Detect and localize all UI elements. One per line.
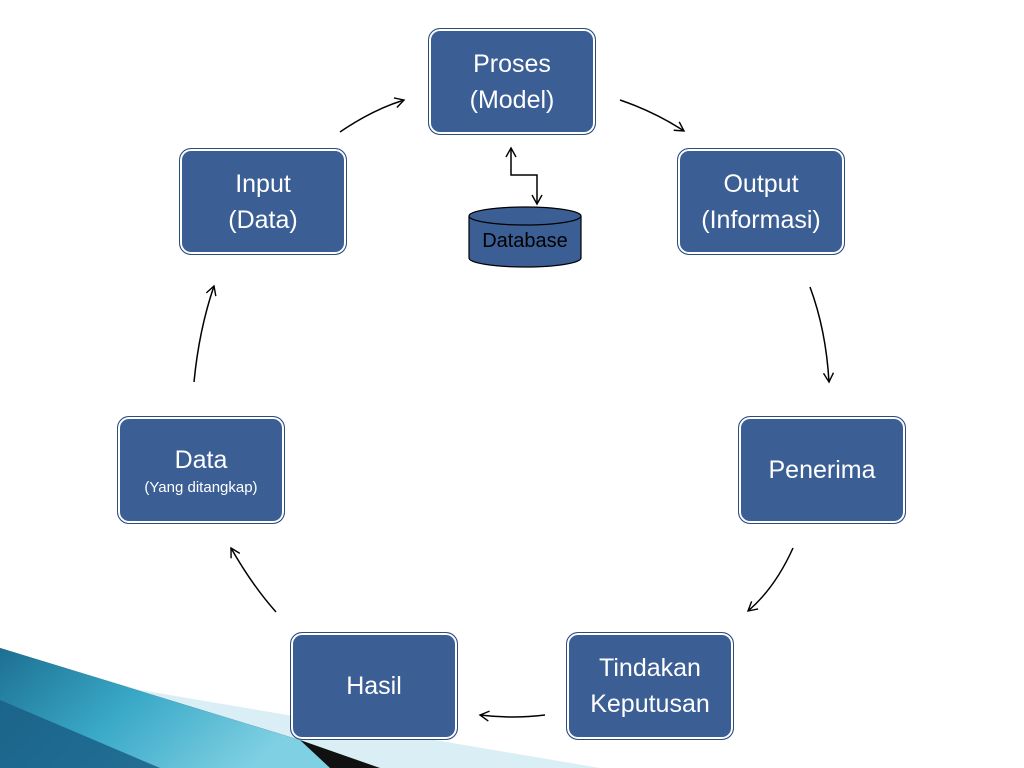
node-proses: Proses (Model) [428, 28, 596, 135]
arrow-hasil-to-data [230, 546, 277, 613]
arrow-db-to-proses [505, 146, 528, 176]
node-tindakan: Tindakan Keputusan [566, 632, 734, 740]
node-proses-title: Proses [473, 49, 551, 78]
node-data-title: Data [174, 446, 228, 474]
node-tindakan-title: Tindakan [599, 654, 701, 682]
node-data-subtitle: (Yang ditangkap) [144, 479, 258, 496]
node-hasil: Hasil [290, 632, 458, 740]
decor-blue-corner [0, 700, 160, 768]
database-label: Database [482, 230, 568, 252]
arrow-data-to-input [193, 284, 217, 383]
node-data: Data (Yang ditangkap) [117, 416, 285, 524]
node-output: Output (Informasi) [677, 148, 845, 255]
node-penerima-title: Penerima [768, 456, 876, 484]
node-penerima: Penerima [738, 416, 906, 524]
node-input: Input (Data) [179, 148, 347, 255]
arrow-output-to-penerima [809, 286, 835, 384]
node-tindakan-subtitle: Keputusan [590, 690, 710, 718]
node-input-subtitle: (Data) [228, 205, 298, 234]
node-input-title: Input [235, 169, 291, 198]
arrow-tindakan-to-hasil [478, 710, 546, 722]
arrow-penerima-to-tindakan [746, 547, 794, 612]
arrow-proses-to-db [528, 174, 543, 206]
node-hasil-title: Hasil [346, 672, 402, 700]
node-proses-subtitle: (Model) [469, 85, 555, 114]
arrow-proses-to-output [619, 99, 686, 132]
node-output-title: Output [723, 169, 799, 198]
node-output-subtitle: (Informasi) [701, 205, 821, 234]
database-cylinder-icon [468, 206, 582, 268]
arrow-input-to-proses [339, 97, 406, 133]
